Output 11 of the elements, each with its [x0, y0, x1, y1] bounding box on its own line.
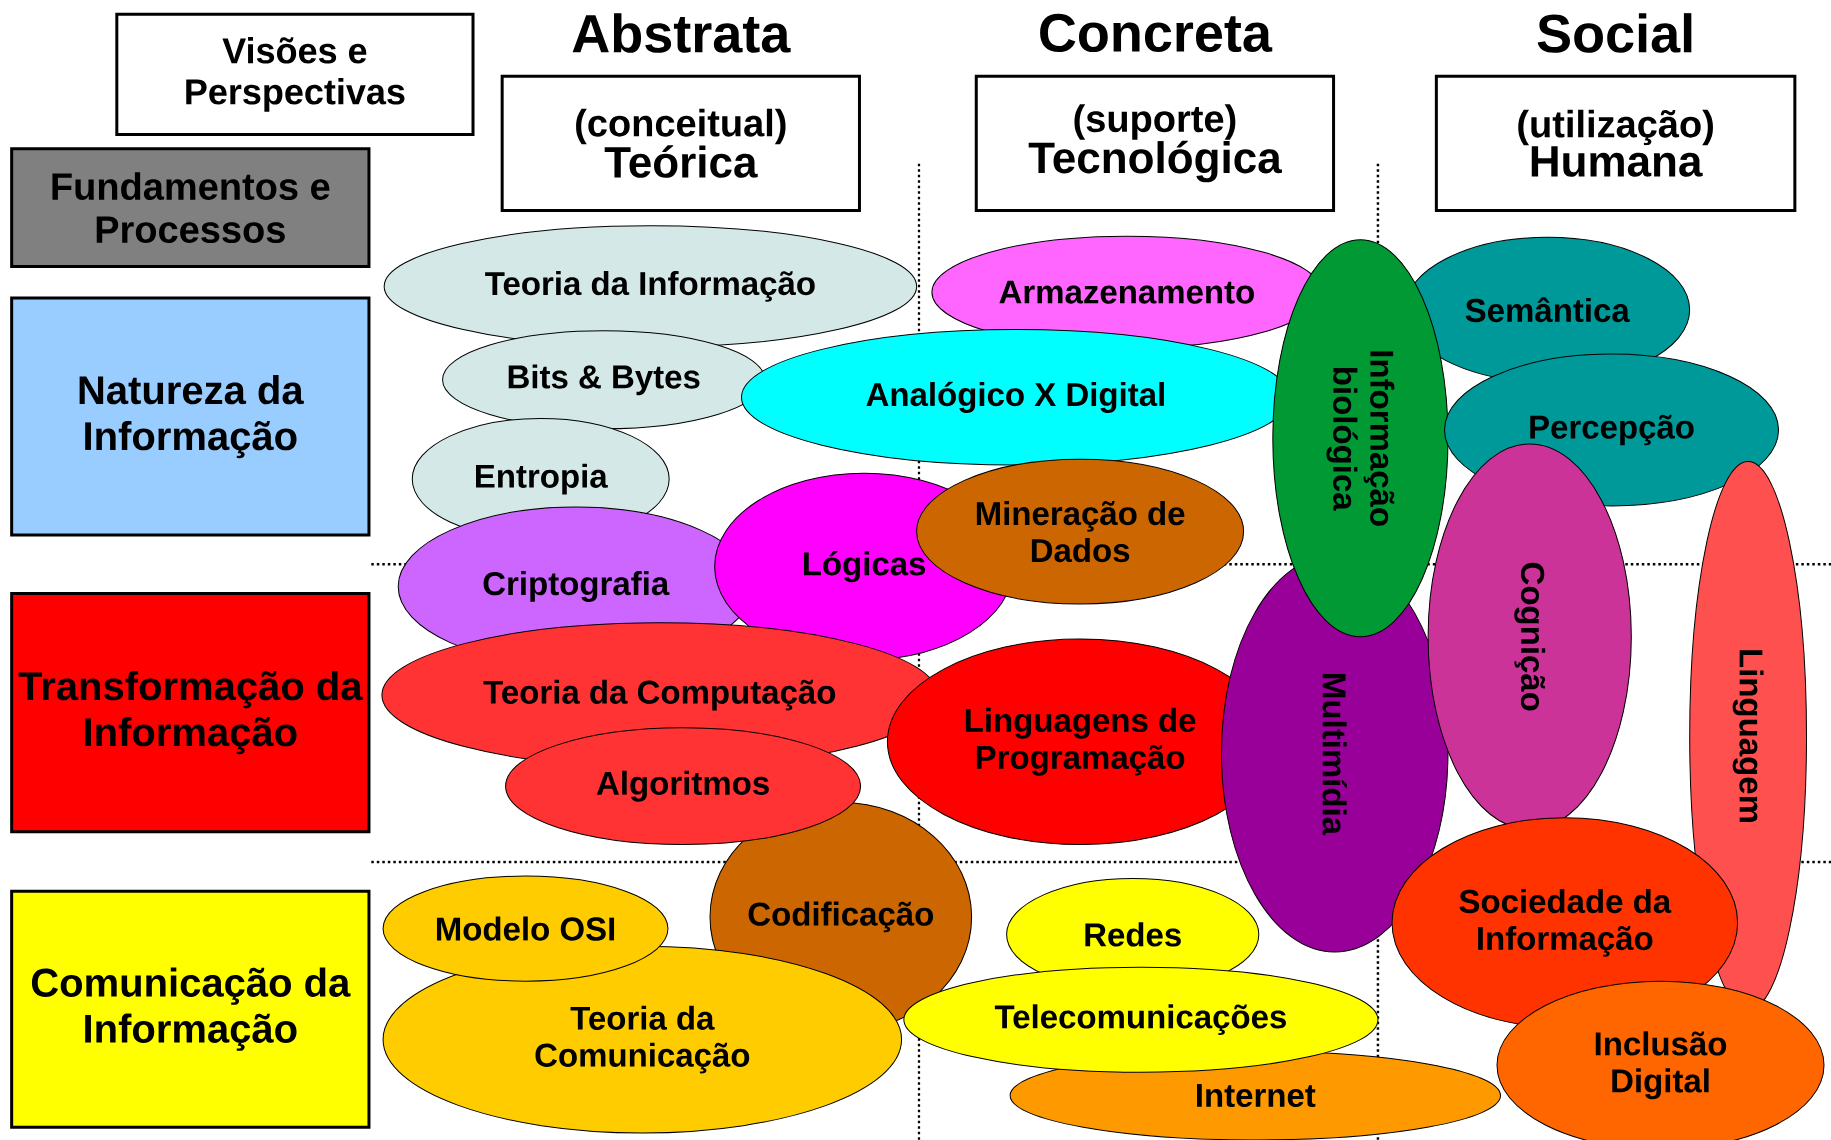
- category-box: Visões e Perspectivas: [115, 12, 475, 137]
- column-box: (suporte) Tecnológica: [974, 74, 1336, 212]
- category-box: Fundamentos e Processos: [10, 147, 371, 269]
- column-heading: Abstrata: [572, 13, 791, 53]
- category-box: Comunicação da Informação: [10, 889, 371, 1129]
- column-heading: Concreta: [1040, 13, 1273, 53]
- category-box: Natureza da Informação: [10, 296, 371, 537]
- column-heading: Social: [1537, 13, 1692, 53]
- column-box: (utilização) Humana: [1434, 74, 1797, 212]
- category-box: Transformação da Informação: [10, 592, 371, 834]
- column-box: (conceitual) Teórica: [500, 74, 861, 212]
